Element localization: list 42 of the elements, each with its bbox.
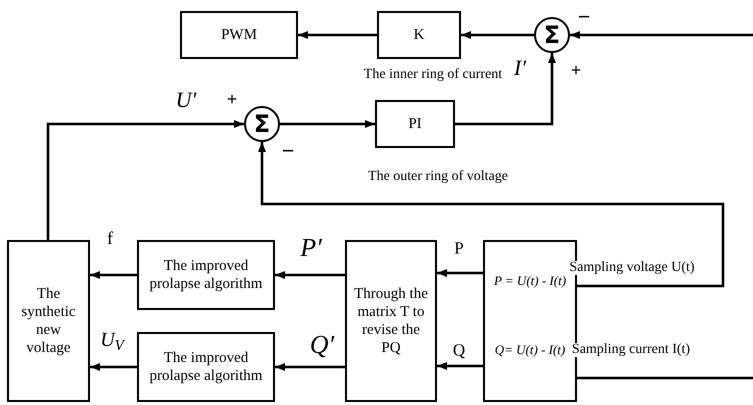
sigma-symbol: Σ xyxy=(254,112,270,136)
arrow xyxy=(437,362,483,370)
plus-sign: + xyxy=(570,61,582,79)
arrow xyxy=(455,53,556,126)
box-text: PWM xyxy=(221,26,257,44)
minus-sign: − xyxy=(578,6,590,28)
minus-sign: − xyxy=(282,140,294,162)
box-text: The synthetic new voltage xyxy=(20,285,77,357)
process-box xyxy=(137,240,275,310)
arrow xyxy=(298,31,377,39)
arrow xyxy=(258,142,724,288)
formula-text: Q= U(t) - I(t) xyxy=(494,340,566,359)
arrow xyxy=(90,271,137,279)
box-text: PI xyxy=(408,115,422,133)
process-box xyxy=(137,332,275,402)
arrow xyxy=(437,269,483,277)
process-box xyxy=(7,240,90,402)
process-box xyxy=(375,100,455,148)
arrow xyxy=(280,120,375,128)
arrow xyxy=(90,363,137,371)
sigma-symbol: Σ xyxy=(544,23,560,47)
arrow xyxy=(46,120,244,240)
edge-label: Sampling current I(t) xyxy=(570,343,692,357)
arrow xyxy=(275,363,345,371)
arrow xyxy=(275,271,345,279)
caption-text: The outer ring of voltage xyxy=(368,170,508,184)
box-text: Through the matrix T to revise the PQ xyxy=(353,285,429,357)
formula-text: P = U(t) - I(t) xyxy=(494,272,566,290)
edge-label: Q xyxy=(450,342,468,358)
caption-text: The inner ring of current xyxy=(364,68,502,82)
process-box xyxy=(377,11,461,59)
box-text: The improved prolapse algorithm xyxy=(148,349,264,385)
edge-label: P xyxy=(452,240,466,256)
box-text: The improved prolapse algorithm xyxy=(148,257,264,293)
arrow xyxy=(570,31,753,39)
arrow xyxy=(461,31,534,39)
process-box xyxy=(345,240,437,402)
edge-label: Sampling voltage U(t) xyxy=(567,261,697,275)
edge-label: f xyxy=(105,229,115,247)
plus-sign: + xyxy=(226,90,238,108)
box-text: K xyxy=(414,26,424,44)
process-box xyxy=(180,11,298,59)
